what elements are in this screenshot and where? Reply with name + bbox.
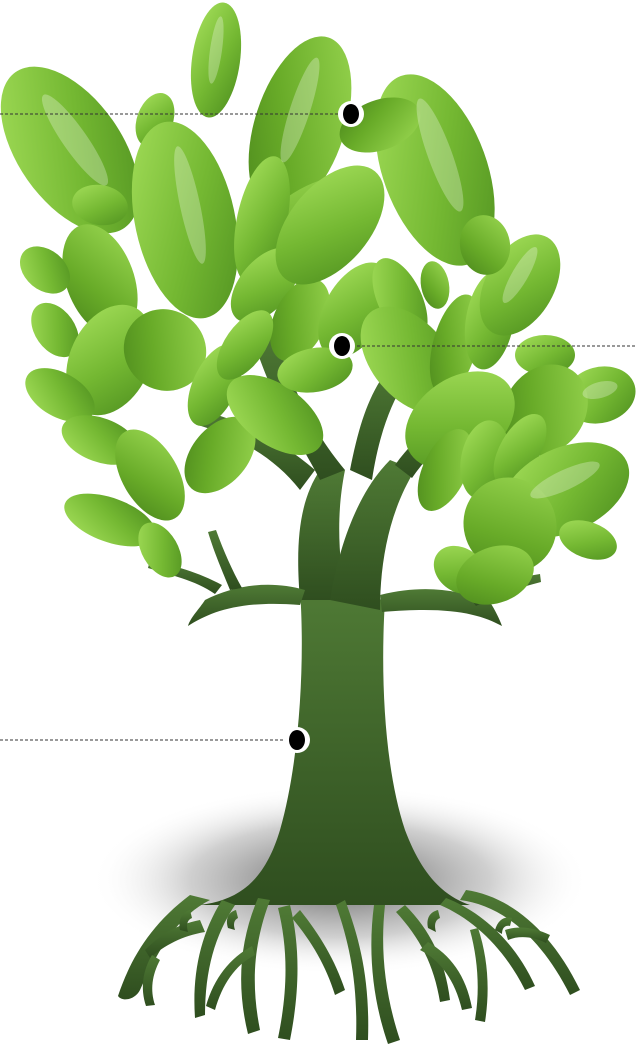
marker-trunk-icon[interactable] [284,727,310,753]
marker-crown-middle-icon[interactable] [329,333,355,359]
marker-crown-top-icon[interactable] [338,101,364,127]
